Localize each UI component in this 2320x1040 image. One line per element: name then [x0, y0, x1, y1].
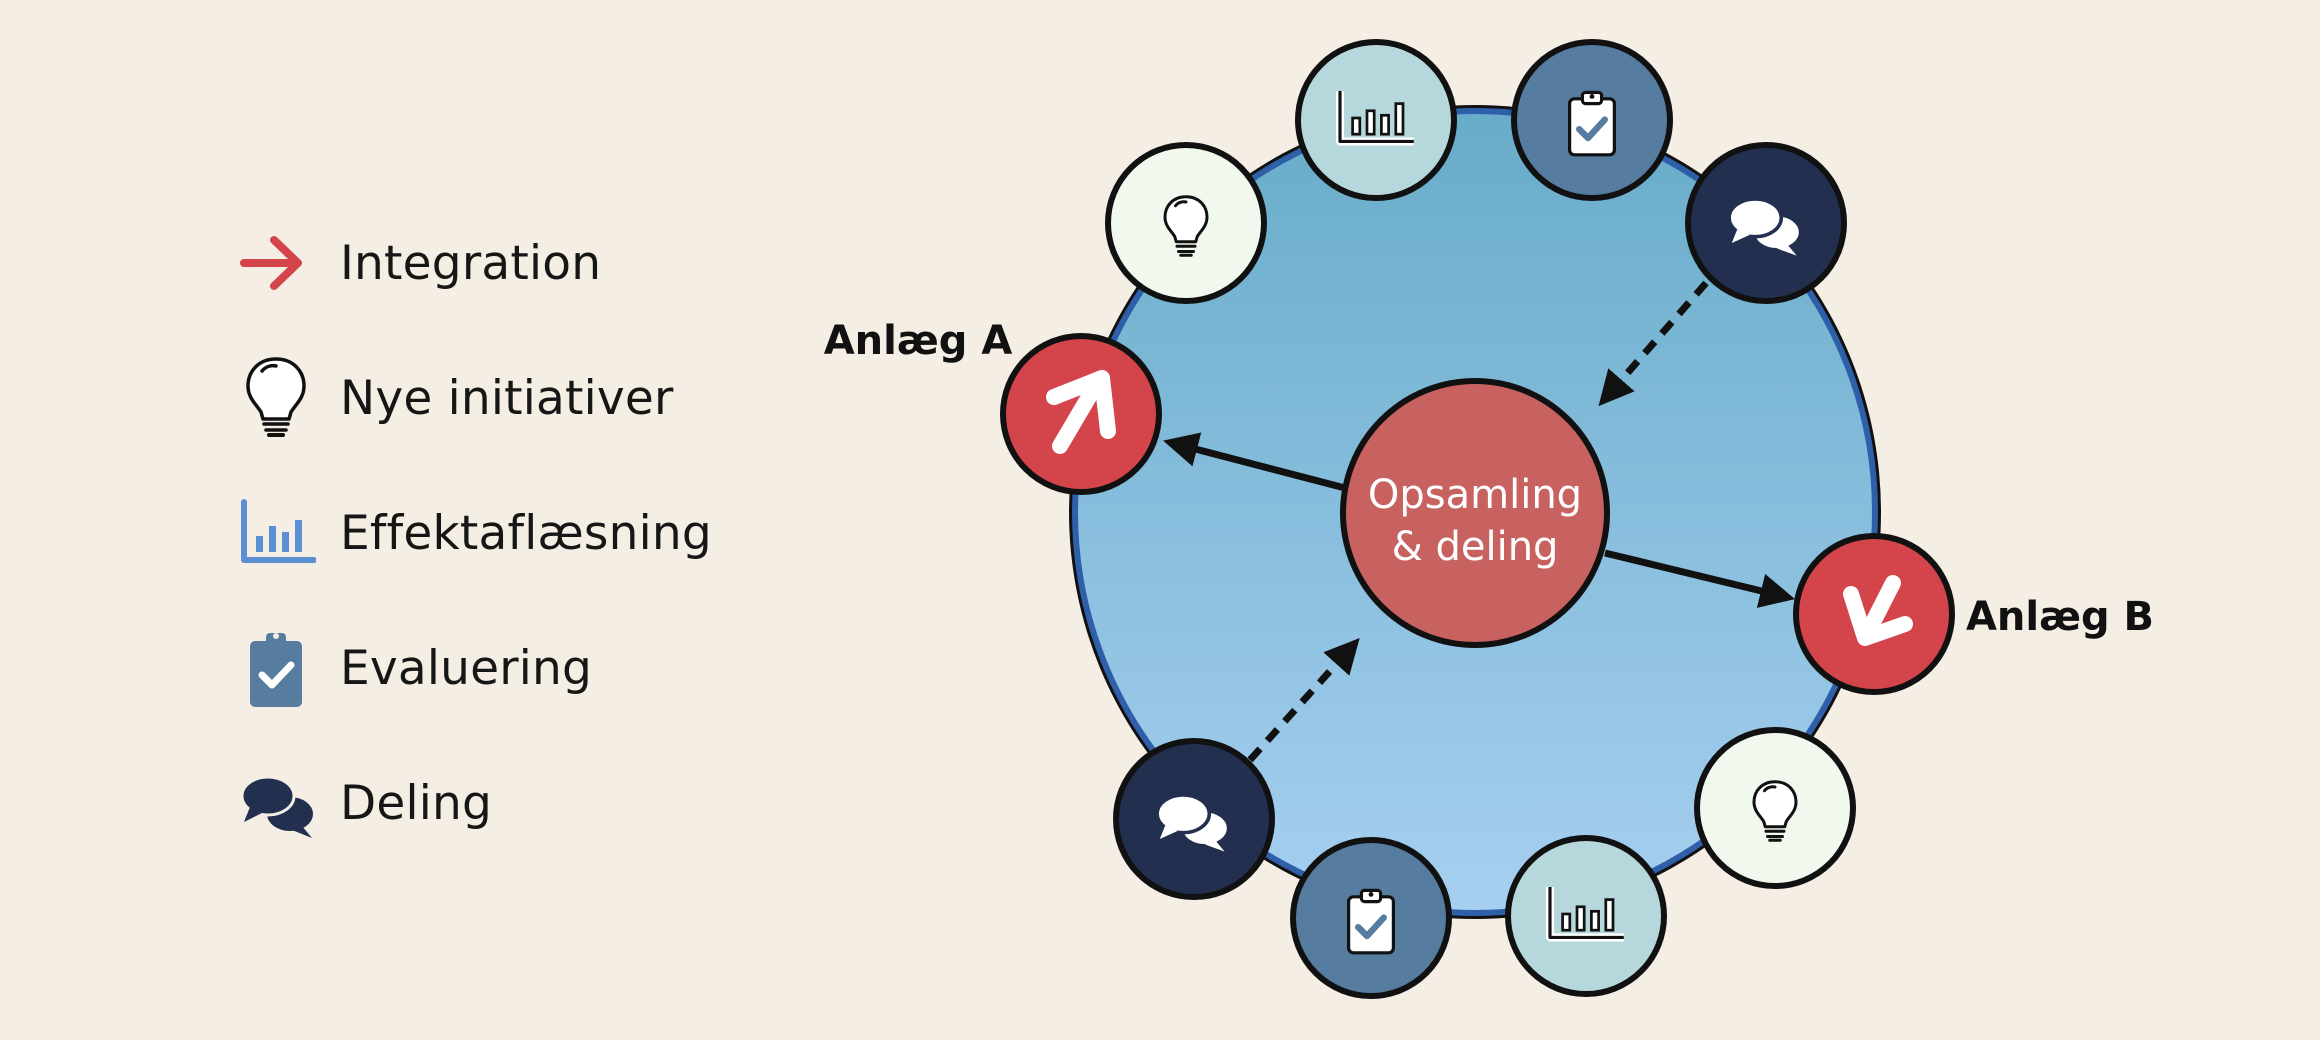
node-effect-bottom [1505, 835, 1667, 997]
chat-bubbles-icon [236, 758, 316, 848]
legend-label-integration: Integration [340, 236, 602, 291]
clipboard-check-icon [1349, 890, 1394, 952]
legend-label-sharing: Deling [340, 776, 493, 831]
legend-label-evaluation: Evaluering [340, 641, 593, 696]
legend-item-sharing: Deling [236, 758, 796, 848]
clipboard-check-icon [1570, 92, 1615, 154]
node-initiatives-bottom [1694, 727, 1856, 889]
legend-item-initiatives: Nye initiativer [236, 353, 796, 443]
site-b-label: Anlæg B [1966, 594, 2154, 640]
center-label-line1: Opsamling [1368, 472, 1582, 518]
center-node: Opsamling & deling [1340, 378, 1610, 648]
legend-label-effect: Effektaflæsning [340, 506, 712, 561]
node-evaluation-top [1511, 39, 1673, 201]
site-b-node [1793, 533, 1955, 695]
legend-item-integration: Integration [236, 218, 796, 308]
lightbulb-icon [236, 353, 316, 443]
site-a-node [1000, 333, 1162, 495]
node-sharing-top [1685, 142, 1847, 304]
arrow-up-right-icon [1046, 370, 1116, 454]
legend-item-effect: Effektaflæsning [236, 488, 796, 578]
bar-chart-icon [236, 488, 316, 578]
legend-item-evaluation: Evaluering [236, 623, 796, 713]
node-evaluation-bottom [1290, 837, 1452, 999]
arrow-right-icon [236, 218, 316, 308]
arrow-to-site-a [1163, 432, 1346, 492]
node-effect-top [1295, 39, 1457, 201]
center-label-line2: & deling [1392, 524, 1559, 570]
clipboard-check-icon [236, 623, 316, 713]
legend-label-initiatives: Nye initiativer [340, 371, 674, 426]
arrow-down-right-icon [1843, 575, 1913, 646]
site-a-label: Anlæg A [824, 318, 1013, 364]
arrow-to-site-b [1604, 549, 1796, 608]
node-initiatives-top [1105, 142, 1267, 304]
node-sharing-bottom [1113, 738, 1275, 900]
